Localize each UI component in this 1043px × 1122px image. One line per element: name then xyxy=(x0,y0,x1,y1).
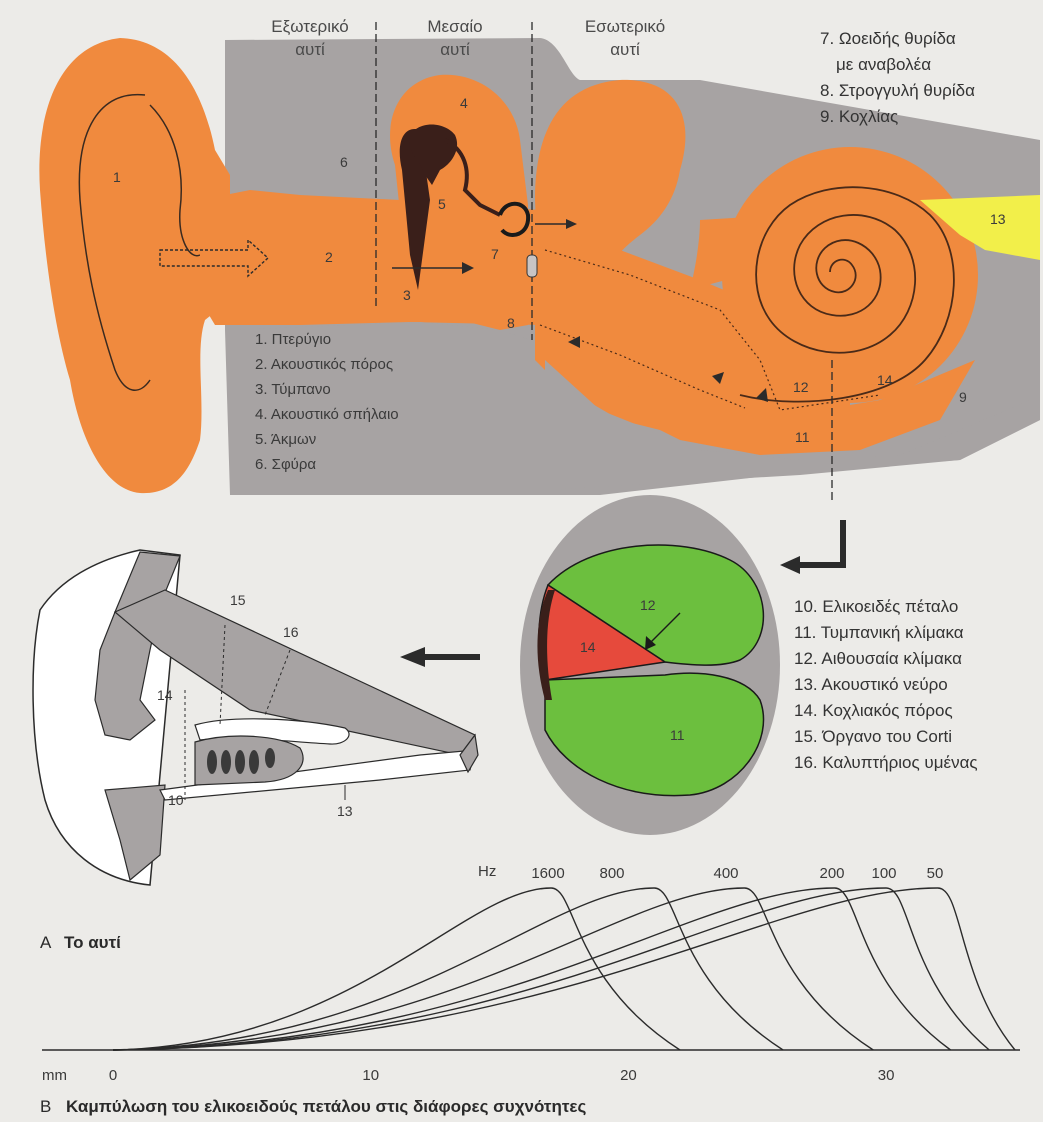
peak-label: 800 xyxy=(599,865,624,882)
callout-14: 14 xyxy=(877,372,893,388)
legend-item: 10. Ελικοειδές πέταλο xyxy=(794,597,958,616)
legend-item: 9. Κοχλίας xyxy=(820,107,898,126)
peak-label: 100 xyxy=(871,865,896,882)
x-tick-label: 20 xyxy=(620,1067,637,1084)
x-unit-label: mm xyxy=(42,1067,67,1084)
legend-item: 12. Αιθουσαία κλίμακα xyxy=(794,649,962,668)
legend-item: 2. Ακουστικός πόρος xyxy=(255,356,393,373)
legend-top-right: 7. Ωοειδής θυρίδα με αναβολέα 8. Στρογγυ… xyxy=(820,29,975,126)
region-inner-label-2: αυτί xyxy=(610,40,640,59)
corti-label-15: 15 xyxy=(230,592,246,608)
section-arrow xyxy=(800,520,843,565)
legend-item: 13. Ακουστικό νεύρο xyxy=(794,675,948,694)
peak-label: 200 xyxy=(819,865,844,882)
legend-item: 4. Ακουστικό σπήλαιο xyxy=(255,406,399,423)
captions: A Το αυτί B Καμπύλωση του ελικοειδούς πε… xyxy=(40,933,586,1116)
section-label-11: 11 xyxy=(670,727,685,743)
callout-9: 9 xyxy=(959,389,967,405)
section-label-14: 14 xyxy=(580,639,596,655)
oval-window xyxy=(527,255,537,277)
x-tick-label: 10 xyxy=(362,1067,379,1084)
corti-label-14: 14 xyxy=(157,687,173,703)
peak-labels: 1600 800 400 200 100 50 xyxy=(531,865,943,882)
peak-label: 400 xyxy=(713,865,738,882)
legend-item: 8. Στρογγυλή θυρίδα xyxy=(820,81,975,100)
peak-label: 50 xyxy=(927,865,944,882)
callout-4: 4 xyxy=(460,95,468,111)
frequency-chart: 1600 800 400 200 100 50 0 10 20 30 mm Hz xyxy=(42,863,1020,1084)
callout-12: 12 xyxy=(793,379,809,395)
callout-2: 2 xyxy=(325,249,333,265)
curve-800hz xyxy=(113,888,783,1050)
corti-label-13: 13 xyxy=(337,803,353,819)
callout-8: 8 xyxy=(507,315,515,331)
corti-label-10: 10 xyxy=(168,792,184,808)
legend-item: 6. Σφύρα xyxy=(255,456,316,473)
freq-unit-label: Hz xyxy=(478,863,496,880)
peak-label: 1600 xyxy=(531,865,564,882)
callout-3: 3 xyxy=(403,287,411,303)
region-inner-label: Εσωτερικό xyxy=(585,17,665,36)
legend-item: 14. Κοχλιακός πόρος xyxy=(794,701,953,720)
curve-200hz xyxy=(113,888,951,1050)
corti-arrow xyxy=(400,647,480,667)
legend-item: 5. Άκμων xyxy=(255,431,316,448)
legend-right: 10. Ελικοειδές πέταλο 11. Τυμπανική κλίμ… xyxy=(794,597,978,772)
callout-13: 13 xyxy=(990,211,1006,227)
legend-item: 1. Πτερύγιο xyxy=(255,331,331,348)
callout-6: 6 xyxy=(340,154,348,170)
callout-5: 5 xyxy=(438,196,446,212)
x-tick-label: 0 xyxy=(109,1067,117,1084)
corti-label-16: 16 xyxy=(283,624,299,640)
legend-item: 16. Καλυπτήριος υμένας xyxy=(794,753,978,772)
caption-a: Το αυτί xyxy=(64,933,121,952)
legend-item: με αναβολέα xyxy=(836,55,931,74)
callout-7: 7 xyxy=(491,246,499,262)
cochlea-cross-section: 12 14 11 xyxy=(520,495,780,835)
caption-b: Καμπύλωση του ελικοειδούς πετάλου στις δ… xyxy=(66,1097,586,1116)
legend-item: 3. Τύμπανο xyxy=(255,381,331,398)
cochlea xyxy=(722,147,978,403)
ear-cross-section xyxy=(39,22,1040,574)
organ-of-corti: 15 16 14 10 13 xyxy=(33,550,478,885)
callout-11: 11 xyxy=(795,429,810,445)
legend-item: 15. Όργανο του Corti xyxy=(794,727,952,746)
legend-item: 11. Τυμπανική κλίμακα xyxy=(794,623,964,642)
callout-1: 1 xyxy=(113,169,121,185)
curve-100hz xyxy=(113,888,989,1050)
region-outer-label-2: αυτί xyxy=(295,40,325,59)
section-arrow-head xyxy=(780,556,800,574)
caption-b-prefix: B xyxy=(40,1097,51,1116)
x-tick-label: 30 xyxy=(878,1067,895,1084)
region-outer-label: Εξωτερικό xyxy=(271,17,348,36)
curves xyxy=(113,888,1015,1050)
x-ticks: 0 10 20 30 xyxy=(109,1067,895,1084)
region-middle-label-2: αυτί xyxy=(440,40,470,59)
caption-a-prefix: A xyxy=(40,933,52,952)
section-label-12: 12 xyxy=(640,597,656,613)
region-middle-label: Μεσαίο xyxy=(427,17,482,36)
legend-item: 7. Ωοειδής θυρίδα xyxy=(820,29,956,48)
